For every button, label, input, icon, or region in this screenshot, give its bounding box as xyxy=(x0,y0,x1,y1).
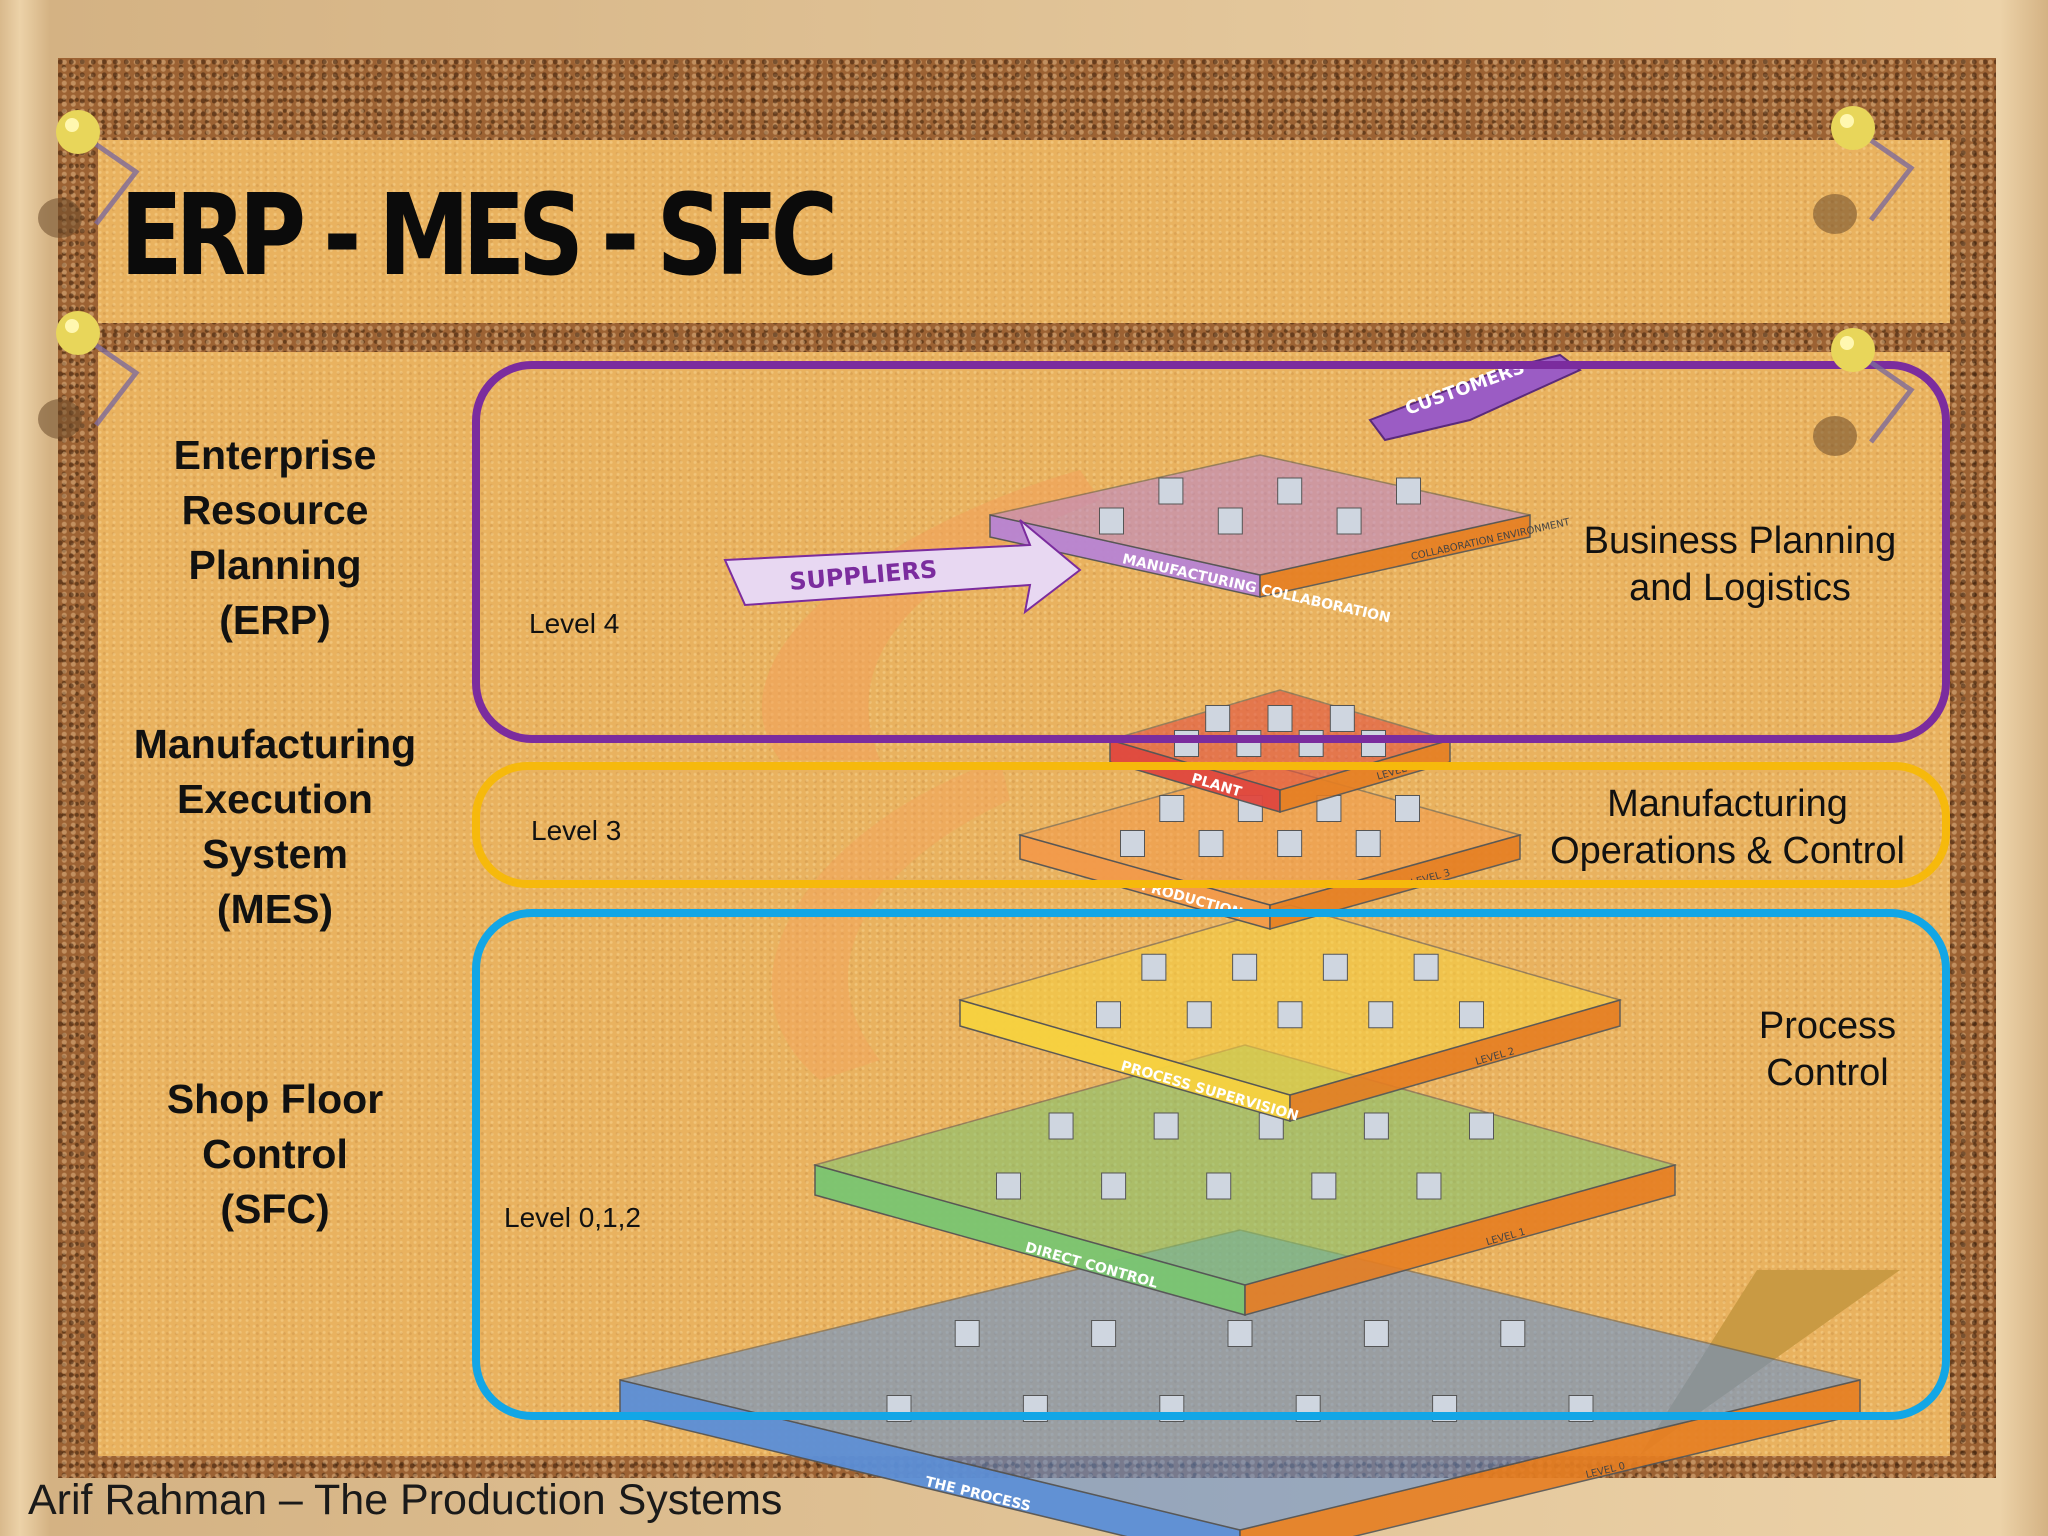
layer-top-face xyxy=(619,1229,1861,1531)
equipment-icon xyxy=(1048,1112,1074,1140)
equipment-icon xyxy=(1277,1001,1303,1029)
equipment-icon xyxy=(1500,1320,1526,1347)
footer-credit: Arif Rahman – The Production Systems xyxy=(28,1476,783,1524)
erp-label: Enterprise Resource Planning (ERP) xyxy=(173,432,377,643)
equipment-icon xyxy=(1258,1112,1284,1140)
band-level-0-1-2 xyxy=(472,909,1950,1420)
equipment-icon xyxy=(1267,705,1293,732)
level-3-label: Level 3 xyxy=(531,815,622,846)
equipment-icon xyxy=(1413,953,1439,981)
equipment-icon xyxy=(1174,730,1199,757)
layer-top-face xyxy=(957,904,1623,1096)
equipment-icon xyxy=(1363,1112,1389,1140)
equipment-icon xyxy=(1091,1320,1117,1347)
equipment-icon xyxy=(1368,1001,1394,1029)
business-planning-label: Business Planning and Logistics xyxy=(1583,520,1897,609)
equipment-icon xyxy=(1322,953,1348,981)
equipment-icon xyxy=(1277,477,1303,505)
equipment-icon xyxy=(1153,1112,1179,1140)
layer-top-face xyxy=(989,454,1531,576)
suppliers-arrow xyxy=(723,519,1082,615)
sfc-label: Shop Floor Control (SFC) xyxy=(166,1076,384,1232)
equipment-icon xyxy=(1159,795,1185,822)
equipment-icon xyxy=(1298,730,1324,757)
equipment-icon xyxy=(1232,953,1258,981)
equipment-icon xyxy=(1311,1172,1337,1200)
equipment-icon xyxy=(1205,705,1231,732)
equipment-icon xyxy=(954,1320,980,1347)
slide-title: ERP - MES - SFC xyxy=(120,171,838,301)
equipment-icon xyxy=(1416,1172,1442,1200)
equipment-icon xyxy=(1361,730,1386,757)
process-control-label: Process Control xyxy=(1758,1005,1897,1094)
equipment-icon xyxy=(1459,1001,1484,1029)
level-4-label: Level 4 xyxy=(529,608,620,639)
band-level-4 xyxy=(472,361,1950,743)
equipment-icon xyxy=(1158,477,1184,505)
equipment-icon xyxy=(1336,507,1362,535)
manufacturing-operations-label: Manufacturing Operations & Control xyxy=(1550,783,1905,872)
equipment-icon xyxy=(1395,795,1420,822)
equipment-icon xyxy=(1096,1001,1121,1029)
equipment-icon xyxy=(1141,953,1167,981)
title-paper xyxy=(98,140,1950,323)
equipment-icon xyxy=(1236,730,1262,757)
customers-arrow xyxy=(1368,353,1582,442)
flow-swoosh xyxy=(771,760,1010,1080)
equipment-icon xyxy=(1469,1112,1494,1140)
equipment-icon xyxy=(1277,830,1303,857)
equipment-icon xyxy=(1355,830,1381,857)
equipment-icon xyxy=(1363,1320,1389,1347)
equipment-icon xyxy=(1198,830,1224,857)
level-0-1-2-label: Level 0,1,2 xyxy=(504,1202,641,1233)
equipment-icon xyxy=(1329,705,1355,732)
band-level-3 xyxy=(472,762,1950,888)
equipment-icon xyxy=(1396,477,1421,505)
equipment-icon xyxy=(1186,1001,1212,1029)
mes-label: Manufacturing Execution System (MES) xyxy=(133,721,417,932)
layer-top-face xyxy=(812,1044,1678,1286)
equipment-icon xyxy=(1227,1320,1253,1347)
equipment-icon xyxy=(1099,507,1124,535)
flow-swoosh xyxy=(761,470,1100,760)
equipment-icon xyxy=(1206,1172,1232,1200)
equipment-icon xyxy=(996,1172,1021,1200)
equipment-icon xyxy=(1120,830,1145,857)
equipment-icon xyxy=(1101,1172,1127,1200)
equipment-icon xyxy=(1217,507,1243,535)
